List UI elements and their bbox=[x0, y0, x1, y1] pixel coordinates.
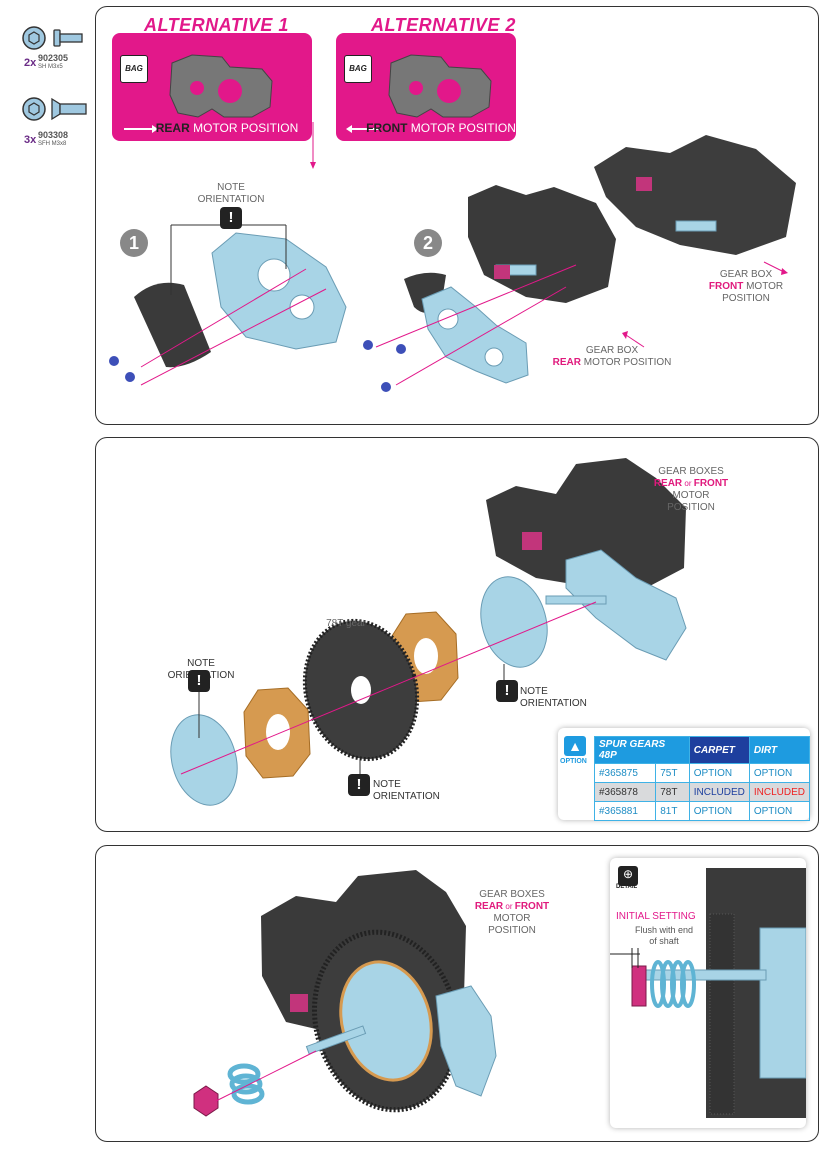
label-line: REAR or FRONT bbox=[472, 901, 552, 913]
label-em: REAR bbox=[552, 357, 581, 368]
screw-sh-icon bbox=[22, 26, 83, 50]
alternative-2-box: BAG FRONT MOTOR POSITION bbox=[336, 33, 516, 141]
cell-dirt: OPTION bbox=[748, 763, 811, 783]
alternative-1-caption: REAR MOTOR POSITION bbox=[112, 121, 312, 135]
warning-icon: ! bbox=[348, 774, 370, 796]
label-text: or bbox=[503, 902, 515, 911]
note-orientation-bottom: NOTE ORIENTATION bbox=[373, 779, 440, 802]
table-row: #365878 78T INCLUDED INCLUDED bbox=[593, 782, 811, 802]
label-em: REAR bbox=[474, 901, 504, 912]
caption-text: MOTOR POSITION bbox=[189, 121, 299, 135]
initial-setting-line2: of shaft bbox=[649, 936, 679, 946]
label-line: FRONT MOTOR POSITION bbox=[686, 281, 806, 305]
header-carpet: CARPET bbox=[688, 736, 750, 764]
caption-em: REAR bbox=[155, 121, 190, 135]
part-903308: 3x 903308 SFH M3x8 bbox=[22, 96, 92, 152]
alternative-1-title: ALTERNATIVE 1 bbox=[144, 15, 289, 35]
table-row: #365881 81T OPTION OPTION bbox=[593, 801, 811, 821]
part-desc: SFH M3x8 bbox=[38, 141, 67, 147]
part-qty: 3x bbox=[24, 134, 37, 146]
initial-setting-line1: Flush with end bbox=[634, 925, 694, 935]
part-qty: 2x bbox=[24, 57, 37, 69]
label-line: GEAR BOX bbox=[719, 269, 773, 280]
gearbox-plate-icon bbox=[346, 54, 492, 133]
detail-label: DETAIL bbox=[616, 884, 638, 890]
part-code: 903308 bbox=[38, 130, 69, 140]
bag-icon: BAG bbox=[344, 55, 372, 83]
note-line: ORIENTATION bbox=[197, 194, 265, 205]
part-902305: 2x 902305 SH M3x5 bbox=[22, 26, 92, 76]
note-line: NOTE bbox=[217, 182, 245, 193]
table-row: #365875 75T OPTION OPTION bbox=[593, 763, 811, 783]
label-em: REAR bbox=[653, 478, 683, 489]
step-panel-3: GEAR BOXES REAR or FRONT MOTOR POSITION … bbox=[95, 845, 819, 1142]
cell-carpet: INCLUDED bbox=[688, 782, 750, 802]
part-desc: SH M3x5 bbox=[38, 64, 63, 70]
label-text: MOTOR POSITION bbox=[722, 281, 784, 304]
cell-dirt: INCLUDED bbox=[748, 782, 811, 802]
step-number-2: 2 bbox=[414, 229, 442, 257]
caption-text: MOTOR POSITION bbox=[407, 121, 516, 135]
step-panel-1: ALTERNATIVE 1 ALTERNATIVE 2 BAG REAR MOT… bbox=[95, 6, 819, 425]
gearbox-rear-label: GEAR BOX REAR MOTOR POSITION bbox=[552, 345, 672, 369]
cell-carpet: OPTION bbox=[688, 763, 750, 783]
cell-teeth: 78T bbox=[655, 782, 690, 802]
gearbox-front-label: GEAR BOX FRONT MOTOR POSITION bbox=[686, 269, 806, 305]
spring-icon bbox=[227, 1063, 265, 1105]
label-text: MOTOR POSITION bbox=[580, 357, 672, 368]
bag-icon: BAG bbox=[120, 55, 148, 83]
label-line: MOTOR POSITION bbox=[488, 913, 536, 936]
label-line: REAR MOTOR POSITION bbox=[552, 357, 672, 369]
caption-em: FRONT bbox=[366, 121, 408, 135]
cell-teeth: 81T bbox=[655, 801, 690, 821]
gear-label: 78T gear bbox=[326, 618, 366, 629]
assembly-illustration-2 bbox=[170, 458, 798, 806]
cell-code: #365881 bbox=[593, 801, 657, 821]
label-line: GEAR BOXES bbox=[658, 466, 724, 477]
table-header: SPUR GEARS 48P CARPET DIRT bbox=[594, 736, 811, 764]
detail-icon: ⊕ bbox=[618, 866, 638, 886]
cell-code: #365875 bbox=[593, 763, 657, 783]
warning-icon: ! bbox=[496, 680, 518, 702]
option-thumbs-up-icon: ▲ bbox=[564, 736, 586, 756]
cell-teeth: 75T bbox=[655, 763, 690, 783]
gearbox-label: GEAR BOXES REAR or FRONT MOTOR POSITION bbox=[472, 889, 552, 937]
warning-icon: ! bbox=[220, 207, 242, 229]
cell-dirt: OPTION bbox=[748, 801, 811, 821]
alternative-2-title: ALTERNATIVE 2 bbox=[371, 15, 516, 35]
step-number-1: 1 bbox=[120, 229, 148, 257]
screw-sfh-icon bbox=[22, 97, 87, 121]
header-dirt: DIRT bbox=[748, 736, 811, 764]
label-line: GEAR BOX bbox=[585, 345, 639, 356]
assembly-illustration-1 bbox=[109, 122, 796, 392]
label-line: MOTOR POSITION bbox=[667, 490, 715, 513]
note-orientation-right: NOTE ORIENTATION bbox=[520, 686, 587, 709]
header-spur-gears: SPUR GEARS 48P bbox=[594, 736, 690, 764]
part-code: 902305 bbox=[38, 53, 69, 63]
label-em: FRONT bbox=[708, 281, 744, 292]
alternative-2-caption: FRONT MOTOR POSITION bbox=[336, 121, 516, 135]
note-orientation-label: NOTE ORIENTATION bbox=[196, 182, 266, 206]
initial-setting-title: INITIAL SETTING bbox=[616, 911, 696, 922]
spur-gear-table: SPUR GEARS 48P CARPET DIRT #365875 75T O… bbox=[593, 736, 811, 821]
detail-box: ⊕ DETAIL INITIAL SETTING Flush with end … bbox=[610, 858, 806, 1128]
warning-icon: ! bbox=[188, 670, 210, 692]
alternative-1-box: BAG REAR MOTOR POSITION bbox=[112, 33, 312, 141]
option-label: OPTION bbox=[560, 758, 587, 765]
label-text: or bbox=[682, 479, 694, 488]
assembly-illustration-3 bbox=[193, 870, 497, 1117]
label-line: GEAR BOXES bbox=[479, 889, 545, 900]
spur-gear-option-box: ▲ OPTION SPUR GEARS 48P CARPET DIRT #365… bbox=[558, 728, 811, 821]
gearbox-label: GEAR BOXES REAR or FRONT MOTOR POSITION bbox=[651, 466, 731, 514]
step-panel-2: GEAR BOXES REAR or FRONT MOTOR POSITION … bbox=[95, 437, 819, 832]
gearbox-plate-icon bbox=[124, 54, 273, 133]
cell-code: #365878 bbox=[593, 782, 657, 802]
cell-carpet: OPTION bbox=[688, 801, 750, 821]
detail-illustration bbox=[610, 868, 806, 1118]
label-em: FRONT bbox=[693, 478, 729, 489]
label-em: FRONT bbox=[514, 901, 550, 912]
label-line: REAR or FRONT bbox=[651, 478, 731, 490]
ampersand: & bbox=[292, 69, 314, 102]
